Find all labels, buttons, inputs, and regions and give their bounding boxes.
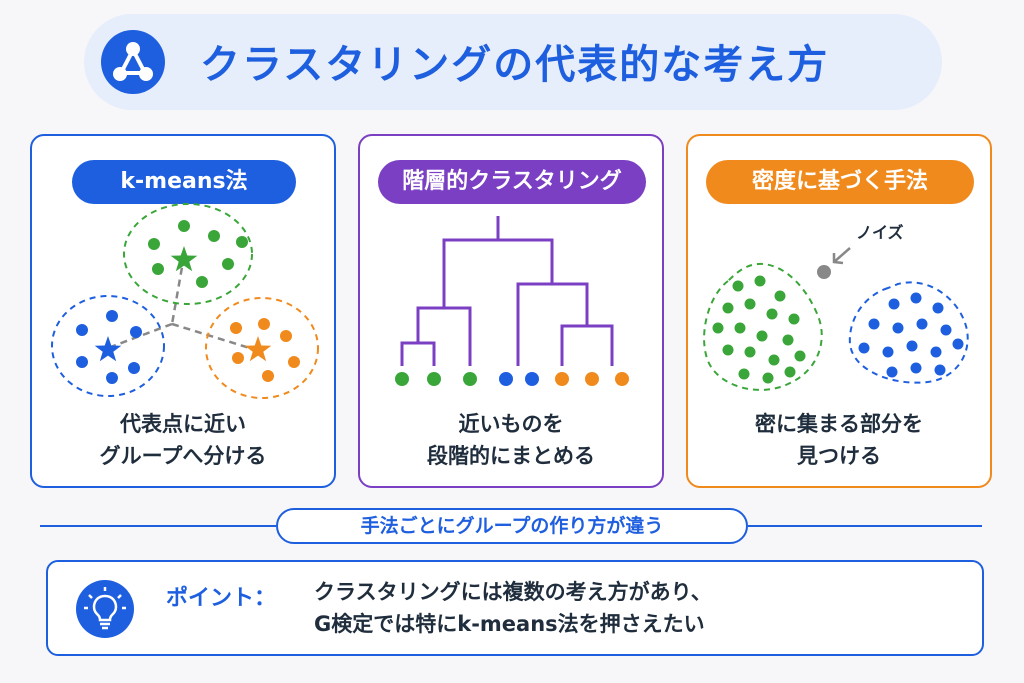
density-caption-line2: 見つける xyxy=(797,444,881,468)
blue-points xyxy=(76,310,142,384)
dendrogram-leaves xyxy=(395,372,629,386)
kmeans-centroid-links xyxy=(107,255,257,352)
kmeans-caption-line1: 代表点に近い xyxy=(120,412,246,436)
density-caption-line1: 密に集まる部分を xyxy=(755,412,923,436)
kmeans-panel: k-means法 代表点に近い グループへ分 xyxy=(30,134,336,488)
kmeans-diagram xyxy=(51,203,319,399)
point-text: クラスタリングには複数の考え方があり、 G検定では特にk-means法を押さえた… xyxy=(314,576,712,640)
blue-density-points xyxy=(858,292,964,378)
title-banner xyxy=(84,14,942,110)
density-label: 密度に基づく手法 xyxy=(706,160,974,204)
hierarchical-label: 階層的クラスタリング xyxy=(378,160,646,204)
divider-right xyxy=(748,525,982,527)
lightbulb-icon xyxy=(76,580,134,638)
green-cluster-boundary xyxy=(123,203,253,305)
green-density-boundary xyxy=(703,262,823,391)
noise-point xyxy=(817,265,831,279)
hierarchical-caption-line1: 近いものを xyxy=(458,412,564,436)
orange-centroid-star xyxy=(244,336,272,362)
point-box: ポイント： クラスタリングには複数の考え方があり、 G検定では特にk-means… xyxy=(46,560,984,656)
noise-arrow xyxy=(832,247,851,265)
blue-density-boundary xyxy=(848,281,969,384)
noise-label: ノイズ xyxy=(856,223,904,242)
summary-banner: 手法ごとにグループの作り方が違う xyxy=(276,508,748,544)
cluster-network-icon xyxy=(101,30,165,94)
kmeans-caption-line2: グループへ分ける xyxy=(99,444,267,468)
blue-centroid-star xyxy=(94,336,122,362)
hierarchical-panel: 階層的クラスタリング 近いものを 段階的にまとめる xyxy=(358,134,664,488)
point-line1: クラスタリングには複数の考え方があり、 xyxy=(314,580,712,604)
kmeans-label: k-means法 xyxy=(72,160,296,204)
point-label: ポイント： xyxy=(166,586,277,611)
point-line2: G検定では特にk-means法を押さえたい xyxy=(314,612,705,636)
orange-cluster-boundary xyxy=(205,297,319,399)
density-diagram: ノイズ xyxy=(703,223,969,391)
dendrogram-branches xyxy=(400,216,614,366)
density-caption: 密に集まる部分を 見つける xyxy=(688,408,990,472)
green-centroid-star xyxy=(170,246,198,272)
density-panel: 密度に基づく手法 ノイズ 密に集まる部分を 見つける xyxy=(686,134,992,488)
green-points xyxy=(148,220,248,288)
dendrogram xyxy=(395,216,629,386)
page-title: クラスタリングの代表的な考え方 xyxy=(200,42,830,88)
green-density-points xyxy=(712,275,806,384)
divider-left xyxy=(40,525,276,527)
blue-cluster-boundary xyxy=(51,295,165,397)
hierarchical-caption: 近いものを 段階的にまとめる xyxy=(360,408,662,472)
kmeans-caption: 代表点に近い グループへ分ける xyxy=(32,408,334,472)
orange-points xyxy=(230,318,300,382)
hierarchical-caption-line2: 段階的にまとめる xyxy=(427,444,595,468)
